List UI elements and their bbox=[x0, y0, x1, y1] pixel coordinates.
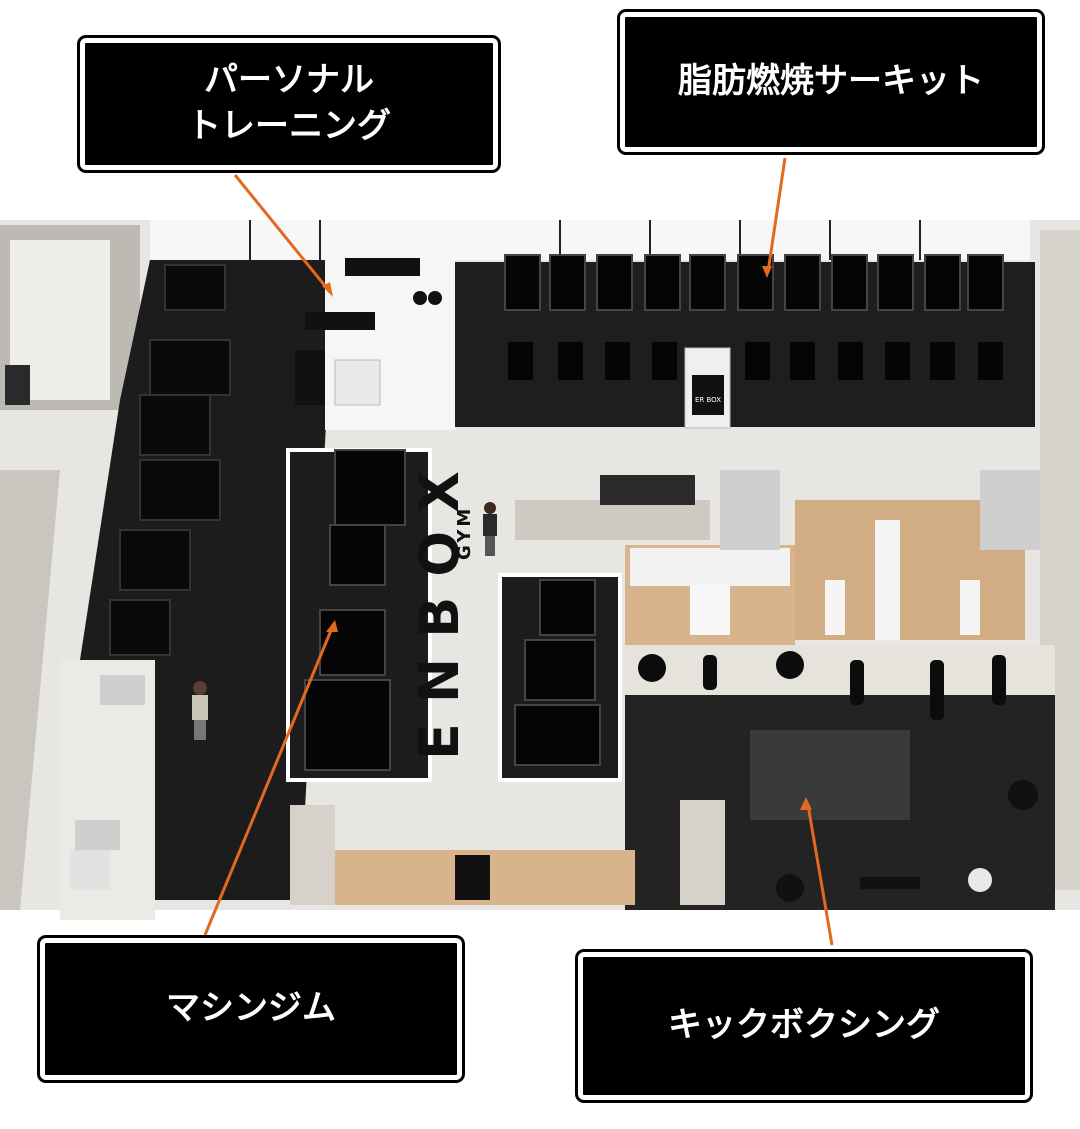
shower-2 bbox=[980, 470, 1040, 550]
treadmills bbox=[504, 254, 1004, 311]
window-frames bbox=[249, 220, 921, 260]
label-personal-training: パーソナル トレーニング bbox=[77, 35, 501, 173]
brand-sub-text: GYM bbox=[454, 506, 475, 560]
arrow-heads bbox=[322, 266, 812, 810]
label-kickboxing: キックボクシング bbox=[575, 949, 1033, 1103]
white-ball bbox=[968, 868, 992, 892]
dumbbell-rack bbox=[295, 350, 325, 405]
sign-panel bbox=[692, 375, 724, 415]
label-machine-gym: マシンジム bbox=[37, 935, 465, 1083]
kickbox-mat bbox=[750, 730, 910, 820]
label-fat-burning-circuit: 脂肪燃焼サーキット bbox=[617, 9, 1045, 155]
person-center bbox=[483, 502, 497, 556]
changing-divider bbox=[875, 520, 900, 640]
circuit-steps bbox=[508, 342, 1003, 380]
kettlebell-2 bbox=[428, 291, 442, 305]
left-wall bbox=[0, 470, 60, 910]
office-desk bbox=[100, 675, 145, 705]
machines-left bbox=[304, 449, 406, 771]
kettlebell-1 bbox=[413, 291, 427, 305]
stair-steps bbox=[600, 475, 695, 505]
person-left bbox=[192, 681, 208, 740]
locker-bench bbox=[690, 585, 730, 635]
pointer-arrows bbox=[203, 157, 834, 946]
kickbox-bench bbox=[860, 877, 920, 889]
locker-counter bbox=[515, 500, 710, 540]
reception-desk bbox=[75, 820, 120, 850]
lockers bbox=[630, 548, 790, 586]
entrance-pillar bbox=[290, 805, 335, 905]
bench-1 bbox=[345, 258, 420, 276]
black-ball bbox=[776, 874, 804, 902]
office-cabinet bbox=[70, 850, 110, 890]
brand-main-text: ENBOX bbox=[408, 451, 471, 760]
bench-2 bbox=[305, 312, 375, 330]
left-room-cabinet bbox=[5, 365, 30, 405]
left-mat-equipment bbox=[109, 264, 231, 656]
shower-1 bbox=[720, 470, 780, 550]
entrance-pillar-right bbox=[680, 800, 725, 905]
back-window-wall bbox=[150, 220, 1030, 260]
entrance-mat bbox=[455, 855, 490, 900]
bench-c1 bbox=[825, 580, 845, 635]
plyo-box bbox=[334, 359, 381, 406]
punching-bags bbox=[638, 651, 1006, 720]
sign-text: ER BOX bbox=[695, 396, 721, 404]
medicine-ball bbox=[1008, 780, 1038, 810]
bench-c2 bbox=[960, 580, 980, 635]
machines-right bbox=[514, 579, 601, 766]
